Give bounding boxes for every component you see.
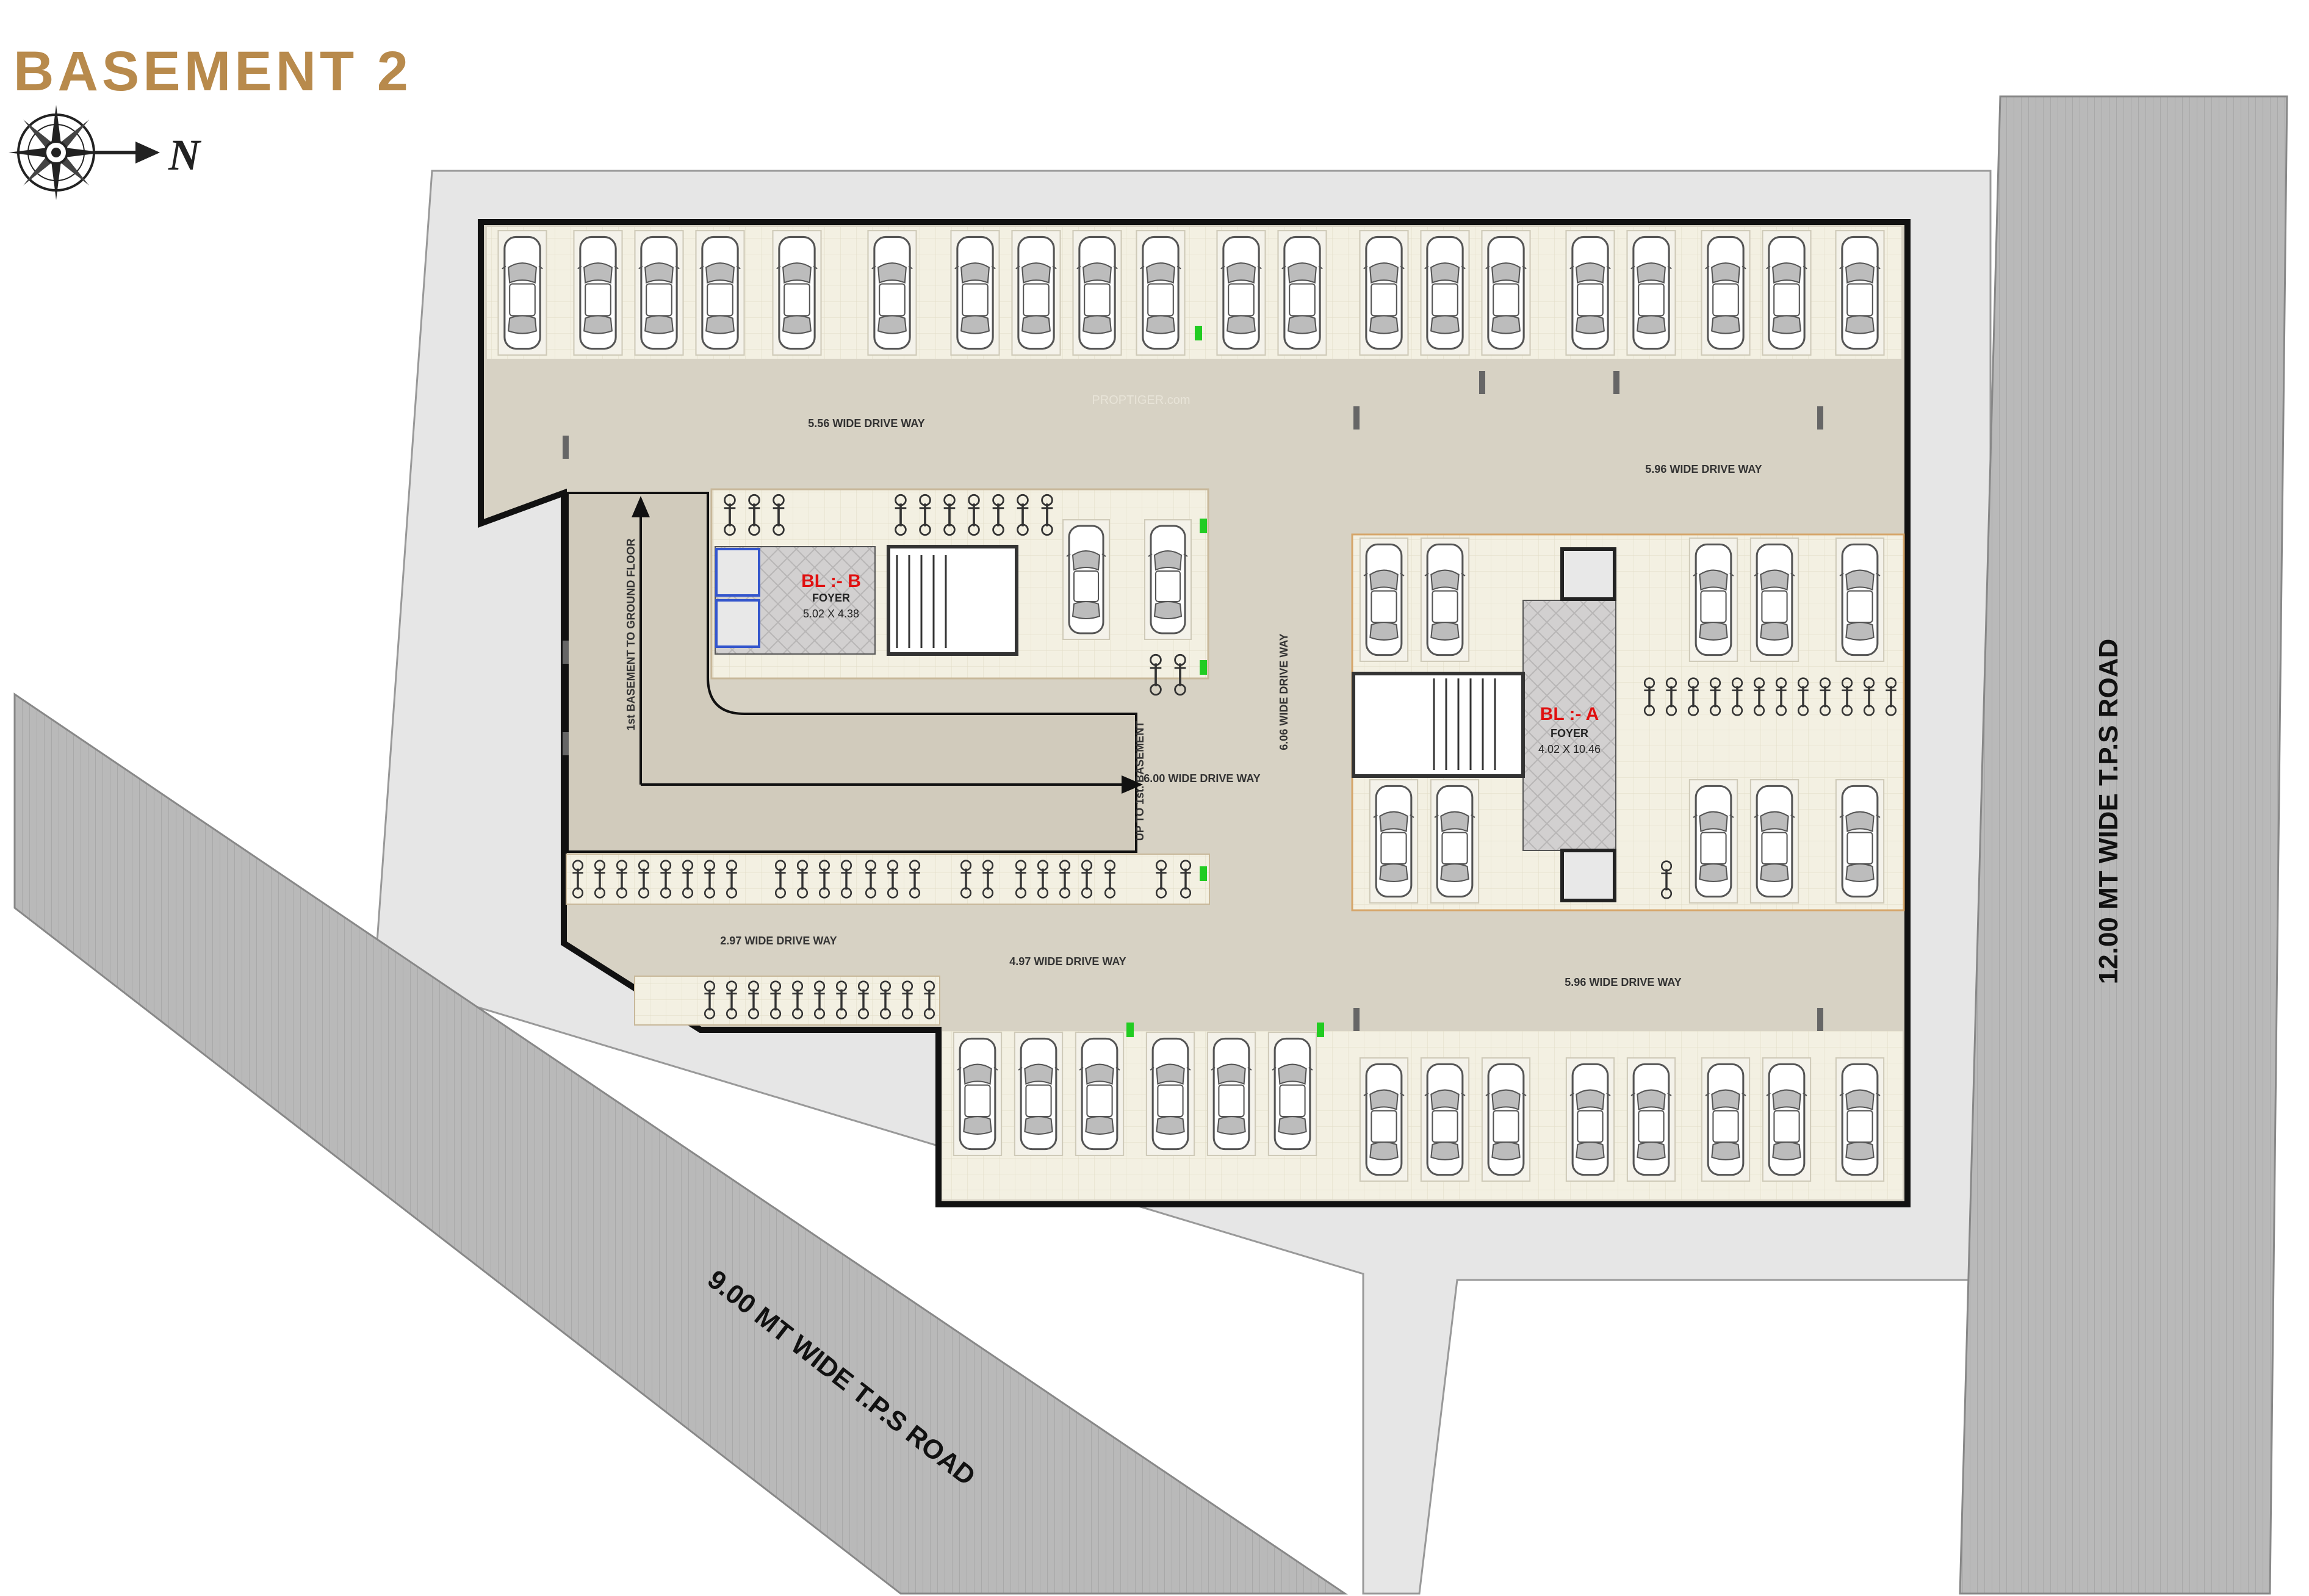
- ramp-label-down: 1st BASEMENT TO GROUND FLOOR: [625, 539, 637, 731]
- watermark: PROPTIGER.com: [1092, 394, 1190, 407]
- green-markers: [1126, 326, 1324, 1037]
- block-b-staircase: [887, 545, 1018, 656]
- north-compass-icon: [9, 105, 104, 200]
- block-a-staircase: [1352, 672, 1525, 778]
- ramp-label-up: UP TO 1st. BASEMENT: [1134, 721, 1146, 841]
- road-label-east: 12.00 MT WIDE T.P.S ROAD: [2094, 639, 2123, 984]
- driveway-label-middle: 6.00 WIDE DRIVE WAY: [1144, 772, 1260, 785]
- block-a-name: BL :- A: [1540, 704, 1599, 724]
- block-b-lift-1: [715, 548, 760, 597]
- block-a-lift-1: [1560, 547, 1616, 601]
- block-a-foyer-label: FOYER: [1551, 727, 1588, 739]
- building-outline: [478, 219, 1911, 1207]
- columns: [563, 371, 1823, 1031]
- page-title: BASEMENT 2: [13, 40, 412, 102]
- block-b-foyer-label: FOYER: [812, 592, 850, 604]
- block-b-name: BL :- B: [801, 571, 861, 591]
- driveway-label-lower-left: 2.97 WIDE DRIVE WAY: [720, 935, 837, 947]
- north-arrow-icon: [95, 142, 160, 164]
- block-a-lift-2: [1560, 849, 1616, 902]
- block-a-stairs: [1433, 678, 1496, 770]
- north-label: N: [168, 131, 202, 179]
- road-east: [1959, 95, 2288, 1595]
- ramp: [566, 492, 1137, 853]
- driveway-label-top-left: 5.56 WIDE DRIVE WAY: [808, 417, 924, 430]
- block-b-lift-2: [715, 599, 760, 648]
- driveway-label-top-right: 5.96 WIDE DRIVE WAY: [1645, 463, 1762, 475]
- block-b-foyer-size: 5.02 X 4.38: [803, 608, 859, 620]
- road-southwest: [13, 692, 1348, 1595]
- driveway-label-lower-right: 5.96 WIDE DRIVE WAY: [1565, 976, 1681, 988]
- block-a-foyer: [1522, 600, 1616, 851]
- bike-strip-bottom: [634, 976, 940, 1026]
- block-a-foyer-size: 4.02 X 10.46: [1538, 743, 1601, 755]
- block-b-stairs: [896, 555, 947, 648]
- driveway-label-lower-mid: 4.97 WIDE DRIVE WAY: [1009, 955, 1126, 968]
- ramp-arrow: [631, 495, 1144, 794]
- bike-strip-left: [566, 854, 1210, 905]
- driveway-label-vertical: 6.06 WIDE DRIVE WAY: [1278, 633, 1290, 750]
